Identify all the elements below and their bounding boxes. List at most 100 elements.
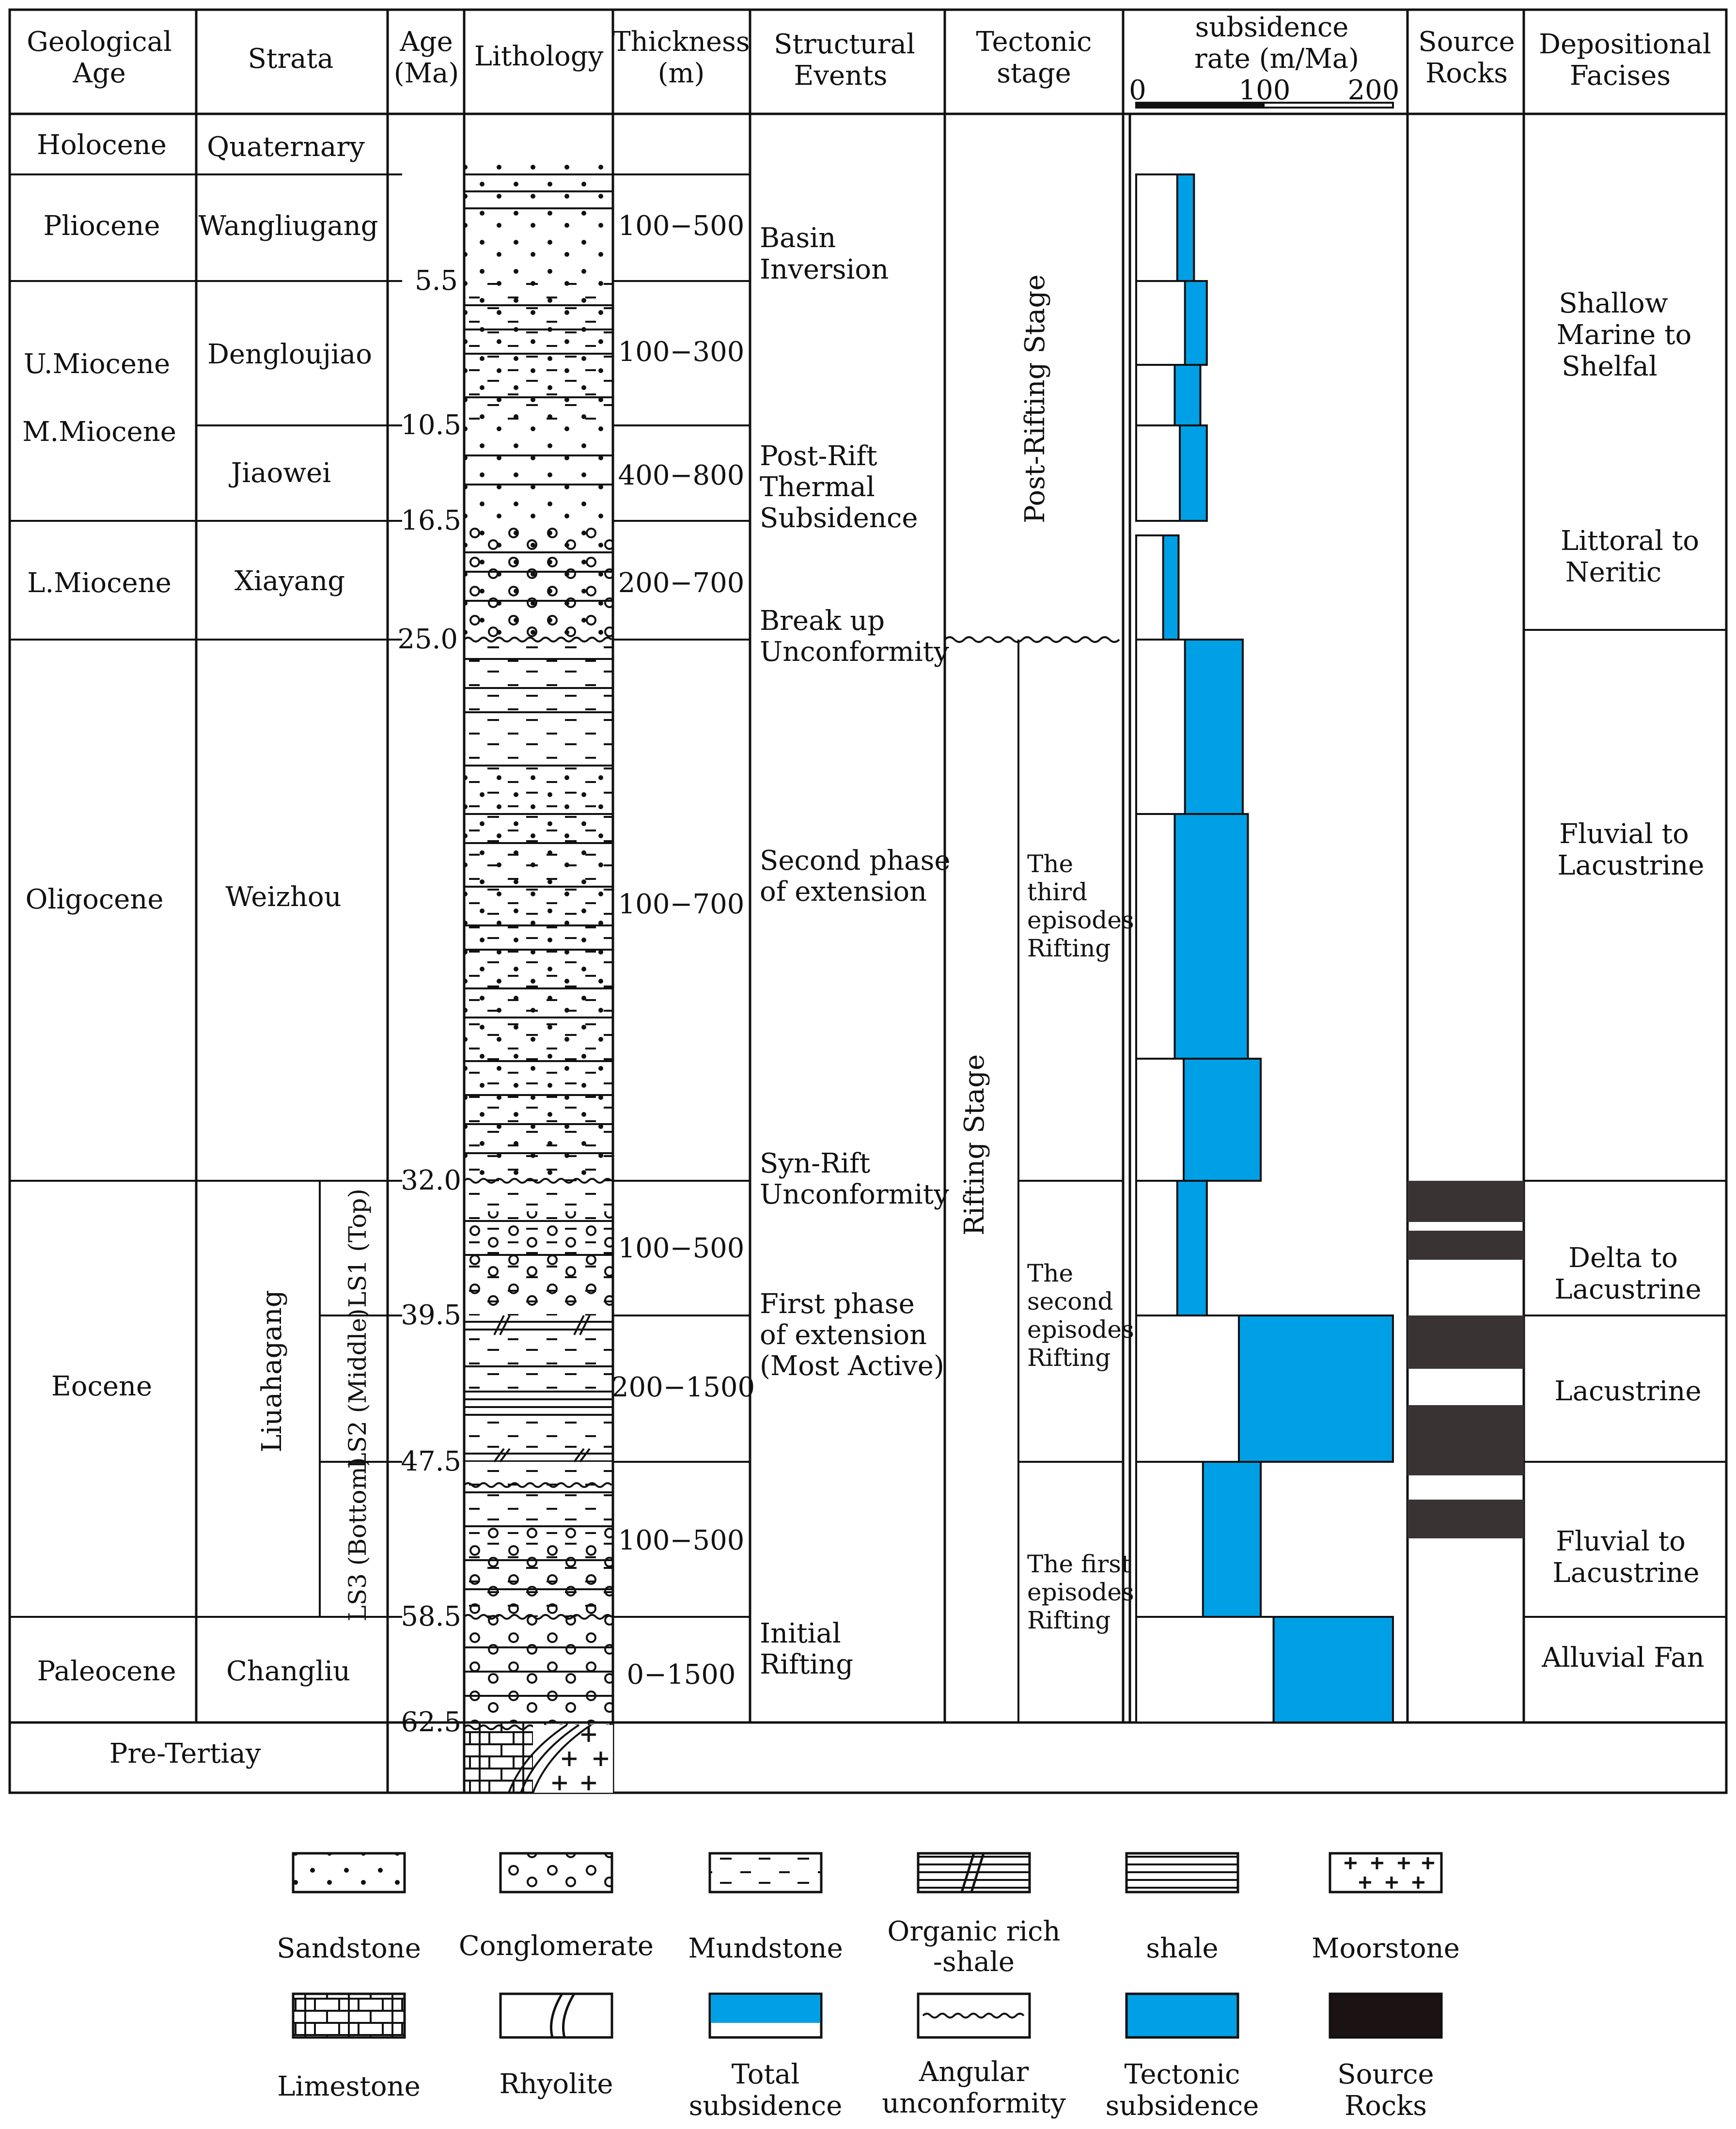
legend-moorstone-swatch [1329, 1852, 1443, 1894]
header-geo-age-1: Geological [27, 26, 172, 58]
legend-organic-shale-1: Organic rich [887, 1916, 1060, 1947]
tectonic-third-4: Rifting [1027, 934, 1110, 962]
age-paleocene: Paleocene [37, 1656, 176, 1687]
legend: Sandstone Conglomerate Mundstone Organic… [277, 1852, 1460, 2122]
strata-wangliugang: Wangliugang [198, 210, 378, 242]
tectonic-second-1: The [1027, 1259, 1073, 1287]
header-tectonic-1: Tectonic [976, 26, 1092, 58]
strata-liuahagang: Liuahagang [256, 1290, 288, 1452]
facies-fluvial2-1: Fluvial to [1556, 1526, 1686, 1557]
tectonic-subsidence-bar [1183, 1058, 1262, 1182]
age-m-miocene: M.Miocene [22, 416, 176, 448]
thickness-changliu: 0−1500 [626, 1659, 735, 1691]
legend-mudstone: Mundstone [688, 1933, 843, 1964]
legend-limestone-swatch [292, 1992, 406, 2039]
event-first-phase-1: First phase [760, 1288, 915, 1320]
tectonic-subsidence-bar [1184, 639, 1244, 815]
age-62-5: 62.5 [401, 1706, 461, 1738]
legend-organic-shale-2: -shale [933, 1946, 1015, 1978]
facies-shallow-3: Shelfal [1562, 351, 1658, 382]
facies-fluvial-2: Lacustrine [1557, 850, 1704, 881]
tectonic-subsidence-bar [1173, 364, 1202, 426]
thickness-column: 100−500 100−300 400−800 200−700 100−700 … [611, 210, 755, 1691]
thickness-dengloujiao: 100−300 [618, 336, 745, 368]
age-47-5: 47.5 [401, 1446, 461, 1477]
tectonic-subsidence-bar [1179, 424, 1208, 522]
strata-weizhou: Weizhou [225, 881, 341, 913]
header-structural-1: Structural [774, 29, 915, 60]
facies-column: Shallow Marine to Shelfal Littoral to Ne… [1541, 288, 1704, 1674]
geological-age-column: Holocene Pliocene U.Miocene M.Miocene L.… [22, 129, 261, 1769]
age-holocene: Holocene [37, 129, 167, 161]
source-rock-band [1408, 1315, 1524, 1369]
legend-unconformity-swatch [917, 1992, 1031, 2039]
structural-events-column: Basin Inversion Post-Rift Thermal Subsid… [760, 222, 950, 1680]
age-25-0: 25.0 [397, 624, 458, 655]
source-rocks-column [1408, 1181, 1524, 1538]
tectonic-subsidence-bar [1162, 534, 1180, 641]
age-u-miocene: U.Miocene [24, 348, 171, 380]
legend-total-subsidence-1: Total [732, 2059, 800, 2090]
legend-conglomerate: Conglomerate [459, 1930, 654, 1962]
header-facies-2: Facises [1570, 60, 1671, 92]
facies-alluvial: Alluvial Fan [1541, 1642, 1704, 1674]
event-second-phase-2: of extension [760, 876, 927, 908]
facies-fluvial2-2: Lacustrine [1552, 1557, 1699, 1589]
tectonic-second-3: episodes [1027, 1315, 1134, 1344]
age-pliocene: Pliocene [44, 210, 160, 242]
event-post-rift-2: Thermal [760, 471, 875, 503]
header-thickness-2: (m) [658, 58, 705, 89]
tectonic-rifting: Rifting Stage [959, 1054, 990, 1236]
tectonic-first-2: episodes [1027, 1578, 1134, 1606]
age-58-5: 58.5 [401, 1601, 461, 1632]
tectonic-subsidence-bar [1184, 280, 1208, 366]
age-pre-tertiary: Pre-Tertiay [109, 1738, 261, 1769]
event-syn-rift-2: Unconformity [760, 1179, 949, 1210]
substrata-ls1: LS1 (Top) [344, 1189, 372, 1308]
breakup-unconformity-line [944, 636, 1120, 643]
facies-delta-2: Lacustrine [1554, 1274, 1701, 1305]
source-rock-band [1408, 1231, 1524, 1260]
age-eocene: Eocene [51, 1371, 152, 1402]
header-tectonic-2: stage [997, 58, 1071, 89]
facies-littoral-1: Littoral to [1561, 525, 1699, 557]
strata-xiayang: Xiayang [235, 565, 345, 597]
thickness-ls3: 100−500 [618, 1525, 745, 1556]
age-ticks [388, 173, 402, 1618]
source-rock-band [1408, 1500, 1524, 1538]
event-break-up-2: Unconformity [760, 636, 949, 668]
legend-total-subsidence-2: subsidence [689, 2090, 843, 2122]
header-thickness-1: Thickness [612, 26, 750, 58]
tectonic-third-3: episodes [1027, 906, 1134, 934]
tectonic-subsidence-bar [1202, 1461, 1262, 1618]
substrata-ls3: LS3 (Bottom) [344, 1457, 372, 1622]
strata-changliu: Changliu [226, 1656, 350, 1687]
age-l-miocene: L.Miocene [27, 567, 172, 599]
header-lithology: Lithology [474, 41, 604, 72]
age-5-5: 5.5 [415, 265, 458, 297]
event-basin-inversion-1: Basin [760, 222, 836, 254]
subsidence-scale: 0 100 200 [1129, 75, 1399, 109]
event-syn-rift-1: Syn-Rift [760, 1148, 871, 1179]
tectonic-first-3: Rifting [1027, 1606, 1110, 1634]
header-strata: Strata [248, 43, 334, 75]
tectonic-subsidence-bar [1238, 1315, 1394, 1463]
facies-shallow-2: Marine to [1557, 319, 1692, 351]
legend-unconformity-2: unconformity [882, 2088, 1066, 2119]
strata-jiaowei: Jiaowei [229, 457, 331, 489]
legend-tectonic-subsidence-2: subsidence [1106, 2090, 1259, 2122]
thickness-weizhou: 100−700 [618, 889, 745, 920]
event-post-rift-3: Subsidence [760, 502, 918, 534]
legend-tectonic-subsidence-swatch [1125, 1992, 1239, 2039]
age-32-0: 32.0 [401, 1165, 461, 1196]
strata-quaternary: Quaternary [207, 131, 365, 163]
source-rock-band [1408, 1405, 1524, 1475]
tectonic-third-1: The [1027, 850, 1073, 878]
legend-sandstone: Sandstone [277, 1933, 421, 1964]
facies-fluvial-1: Fluvial to [1559, 818, 1689, 850]
header-facies-1: Depositional [1539, 29, 1711, 60]
facies-shallow-1: Shallow [1559, 288, 1668, 319]
header-age-1: Age [399, 26, 453, 58]
tectonic-third-2: third [1027, 878, 1087, 906]
